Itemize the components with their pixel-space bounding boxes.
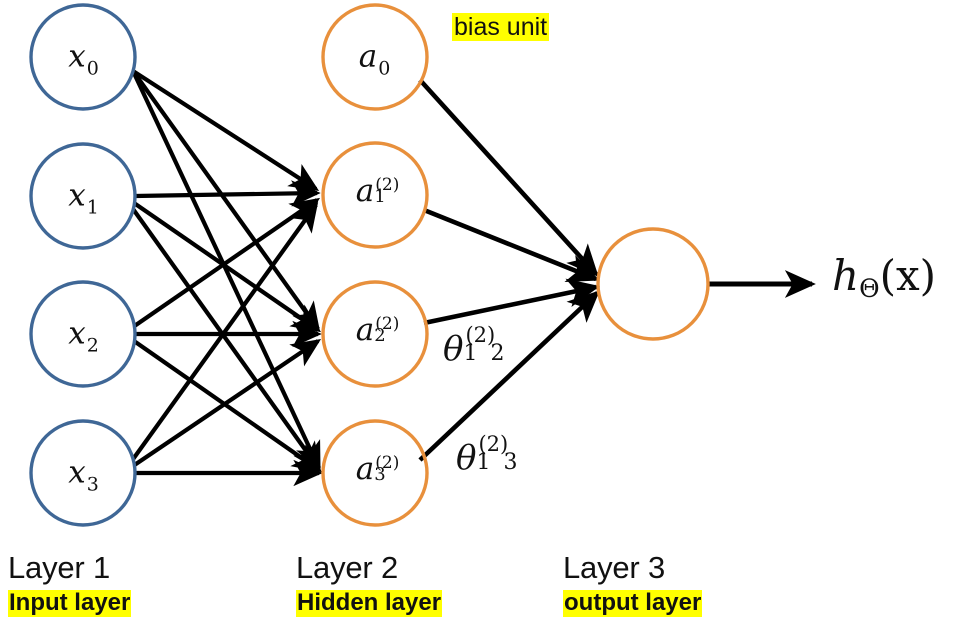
node-a1[interactable] <box>321 141 429 249</box>
node-x0[interactable] <box>29 3 137 111</box>
layer-1-sublabel: Input layer <box>8 588 132 617</box>
layer-2-title: Layer 2 <box>296 550 398 585</box>
layer-caption-1: Layer 1 Input layer <box>8 550 132 617</box>
edge-x0-a2 <box>131 69 321 332</box>
layer-2-sublabel: Hidden layer <box>296 588 443 617</box>
edge-x1-a3 <box>131 207 322 472</box>
edge-group-input-to-hidden <box>129 69 323 487</box>
input-layer-nodes <box>29 3 137 527</box>
edge-group-hidden-to-output <box>418 78 600 462</box>
layer-caption-2: Layer 2 Hidden layer <box>296 550 443 617</box>
node-x2[interactable] <box>29 280 137 388</box>
edge-x0-a1 <box>131 69 320 191</box>
edge-x1-a1 <box>134 180 321 207</box>
edge-x0-a3 <box>131 70 321 472</box>
edge-x3-a2 <box>131 338 322 468</box>
layer-3-title: Layer 3 <box>563 550 665 585</box>
node-x1[interactable] <box>29 142 137 250</box>
edge-x1-a2 <box>132 201 322 333</box>
node-output[interactable] <box>596 227 710 341</box>
node-a2[interactable] <box>321 280 429 388</box>
edge-a1-out <box>423 207 600 282</box>
layer-1-title: Layer 1 <box>8 550 110 585</box>
node-a3[interactable] <box>321 419 429 527</box>
bias-unit-annotation: bias unit <box>452 13 550 41</box>
layer-caption-3: Layer 3 output layer <box>563 550 703 617</box>
bias-unit-label: bias unit <box>452 13 550 41</box>
hidden-layer-nodes <box>321 3 429 527</box>
edge-x2-a1 <box>131 197 321 329</box>
edge-x3-a1 <box>129 202 319 464</box>
output-layer-nodes <box>596 227 710 341</box>
node-a0-bias[interactable] <box>321 3 429 111</box>
edge-a0-out <box>418 78 599 277</box>
edge-x2-a3 <box>132 339 323 473</box>
node-x3[interactable] <box>29 419 137 527</box>
layer-3-sublabel: output layer <box>563 588 703 617</box>
edge-a3-out <box>418 290 600 462</box>
